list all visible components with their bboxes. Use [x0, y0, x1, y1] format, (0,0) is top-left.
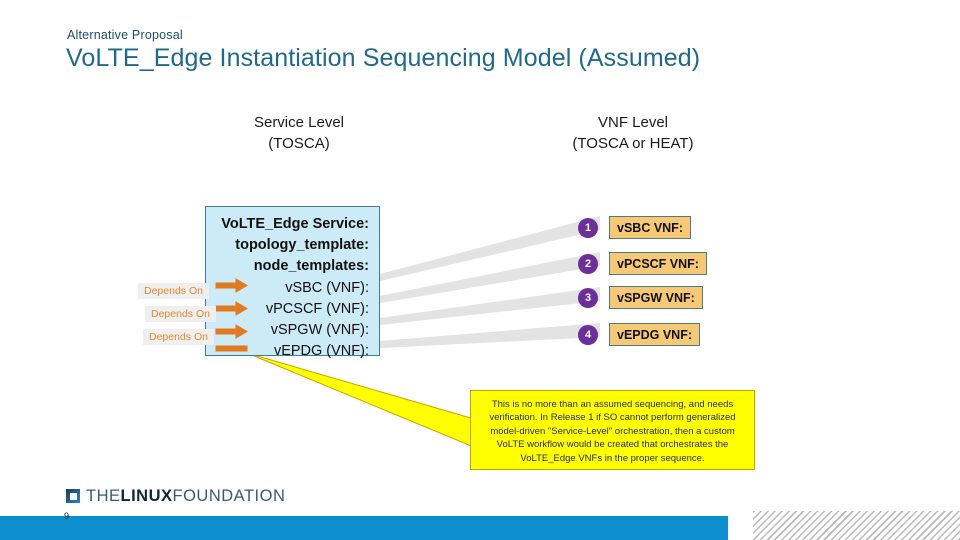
connector-line-2	[380, 252, 600, 303]
slide-eyebrow: Alternative Proposal	[67, 28, 183, 42]
vnf-level-heading-line2: (TOSCA or HEAT)	[572, 135, 694, 152]
footer-hatch-pattern	[753, 511, 960, 540]
callout-line-1: verification. In Release 1 if SO cannot …	[489, 412, 736, 424]
callout-line-2: model-driven "Service-Level" orchestrati…	[490, 425, 735, 437]
assumption-callout: This is no more than an assumed sequenci…	[470, 390, 755, 470]
page-title: VoLTE_Edge Instantiation Sequencing Mode…	[66, 44, 701, 72]
vnf-sequence-badge-2: 2	[578, 254, 598, 274]
vnf-box-4: vEPDG VNF:	[609, 323, 701, 346]
vnf-box-3: vSPGW VNF:	[609, 286, 703, 309]
logo-text-linux: LINUX	[120, 486, 173, 505]
vnf-sequence-badge-3: 3	[578, 288, 598, 308]
callout-line-3: VoLTE workflow would be created that orc…	[496, 439, 729, 451]
service-box-line-5: vSPGW (VNF):	[270, 322, 369, 338]
depends-on-label-2: Depends On	[145, 306, 216, 322]
vnf-sequence-badge-1: 1	[578, 218, 598, 238]
vnf-level-heading-line1: VNF Level	[597, 114, 669, 131]
logo-text-foundation: FOUNDATION	[172, 486, 286, 505]
service-level-heading: Service Level (TOSCA)	[216, 112, 382, 154]
vnf-level-heading: VNF Level (TOSCA or HEAT)	[550, 112, 716, 154]
depends-on-label-3: Depends On	[143, 329, 214, 345]
footer-bar	[0, 516, 728, 540]
service-box-line-3: vSBC (VNF):	[285, 280, 369, 296]
service-level-heading-line1: Service Level	[253, 114, 345, 131]
vnf-box-2: vPCSCF VNF:	[609, 252, 707, 275]
service-box-line-6: vEPDG (VNF):	[273, 343, 369, 359]
service-box-line-1: topology_template:	[235, 237, 369, 253]
connector-line-4	[380, 323, 600, 348]
connector-line-3	[380, 287, 600, 325]
callout-line-4: VoLTE_Edge VNFs in the proper sequence.	[520, 452, 705, 464]
vnf-box-1: vSBC VNF:	[609, 216, 691, 239]
callout-tail	[246, 352, 506, 461]
page-number: 9	[64, 511, 70, 521]
logo-text-the: THE	[86, 486, 121, 505]
service-level-heading-line2: (TOSCA)	[268, 135, 330, 152]
logo-mark-icon	[66, 489, 80, 503]
depends-on-label-1: Depends On	[138, 283, 209, 299]
linux-foundation-logo: THE LINUX FOUNDATION	[66, 487, 285, 505]
service-box-line-4: vPCSCF (VNF):	[265, 301, 369, 317]
callout-line-0: This is no more than an assumed sequenci…	[491, 399, 734, 410]
service-topology-box: VoLTE_Edge Service: topology_template: n…	[205, 206, 380, 359]
service-box-line-2: node_templates:	[253, 258, 369, 274]
connector-line-1	[380, 216, 600, 281]
vnf-sequence-badge-4: 4	[578, 325, 598, 345]
service-box-line-0: VoLTE_Edge Service:	[221, 216, 369, 232]
